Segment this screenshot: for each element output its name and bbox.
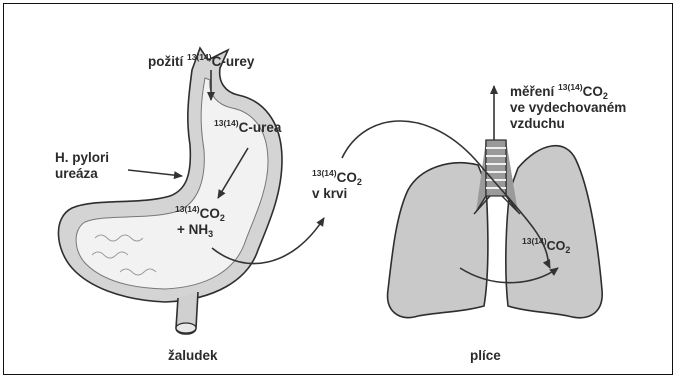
caption-lungs: plíce xyxy=(470,348,501,364)
caption-stomach: žaludek xyxy=(168,348,218,364)
label-h-pylori: H. pylori ureáza xyxy=(55,150,109,182)
arrow-h-pylori xyxy=(128,170,182,176)
label-measurement: měření 13(14)CO2 ve vydechovaném vzduchu xyxy=(510,84,626,132)
label-urea: 13(14)C-urea xyxy=(214,120,281,136)
label-blood-co2: 13(14)CO2 v krvi xyxy=(312,170,362,202)
left-lung xyxy=(388,163,488,318)
duodenum-opening xyxy=(176,323,196,333)
label-ingestion: požití 13(14)C-urey xyxy=(148,54,254,70)
label-lung-co2: 13(14)CO2 xyxy=(522,238,570,254)
label-products: 13(14)CO2 + NH3 xyxy=(175,206,225,238)
lungs-illustration xyxy=(388,140,603,318)
right-lung xyxy=(506,146,602,318)
stomach-illustration xyxy=(58,48,282,334)
